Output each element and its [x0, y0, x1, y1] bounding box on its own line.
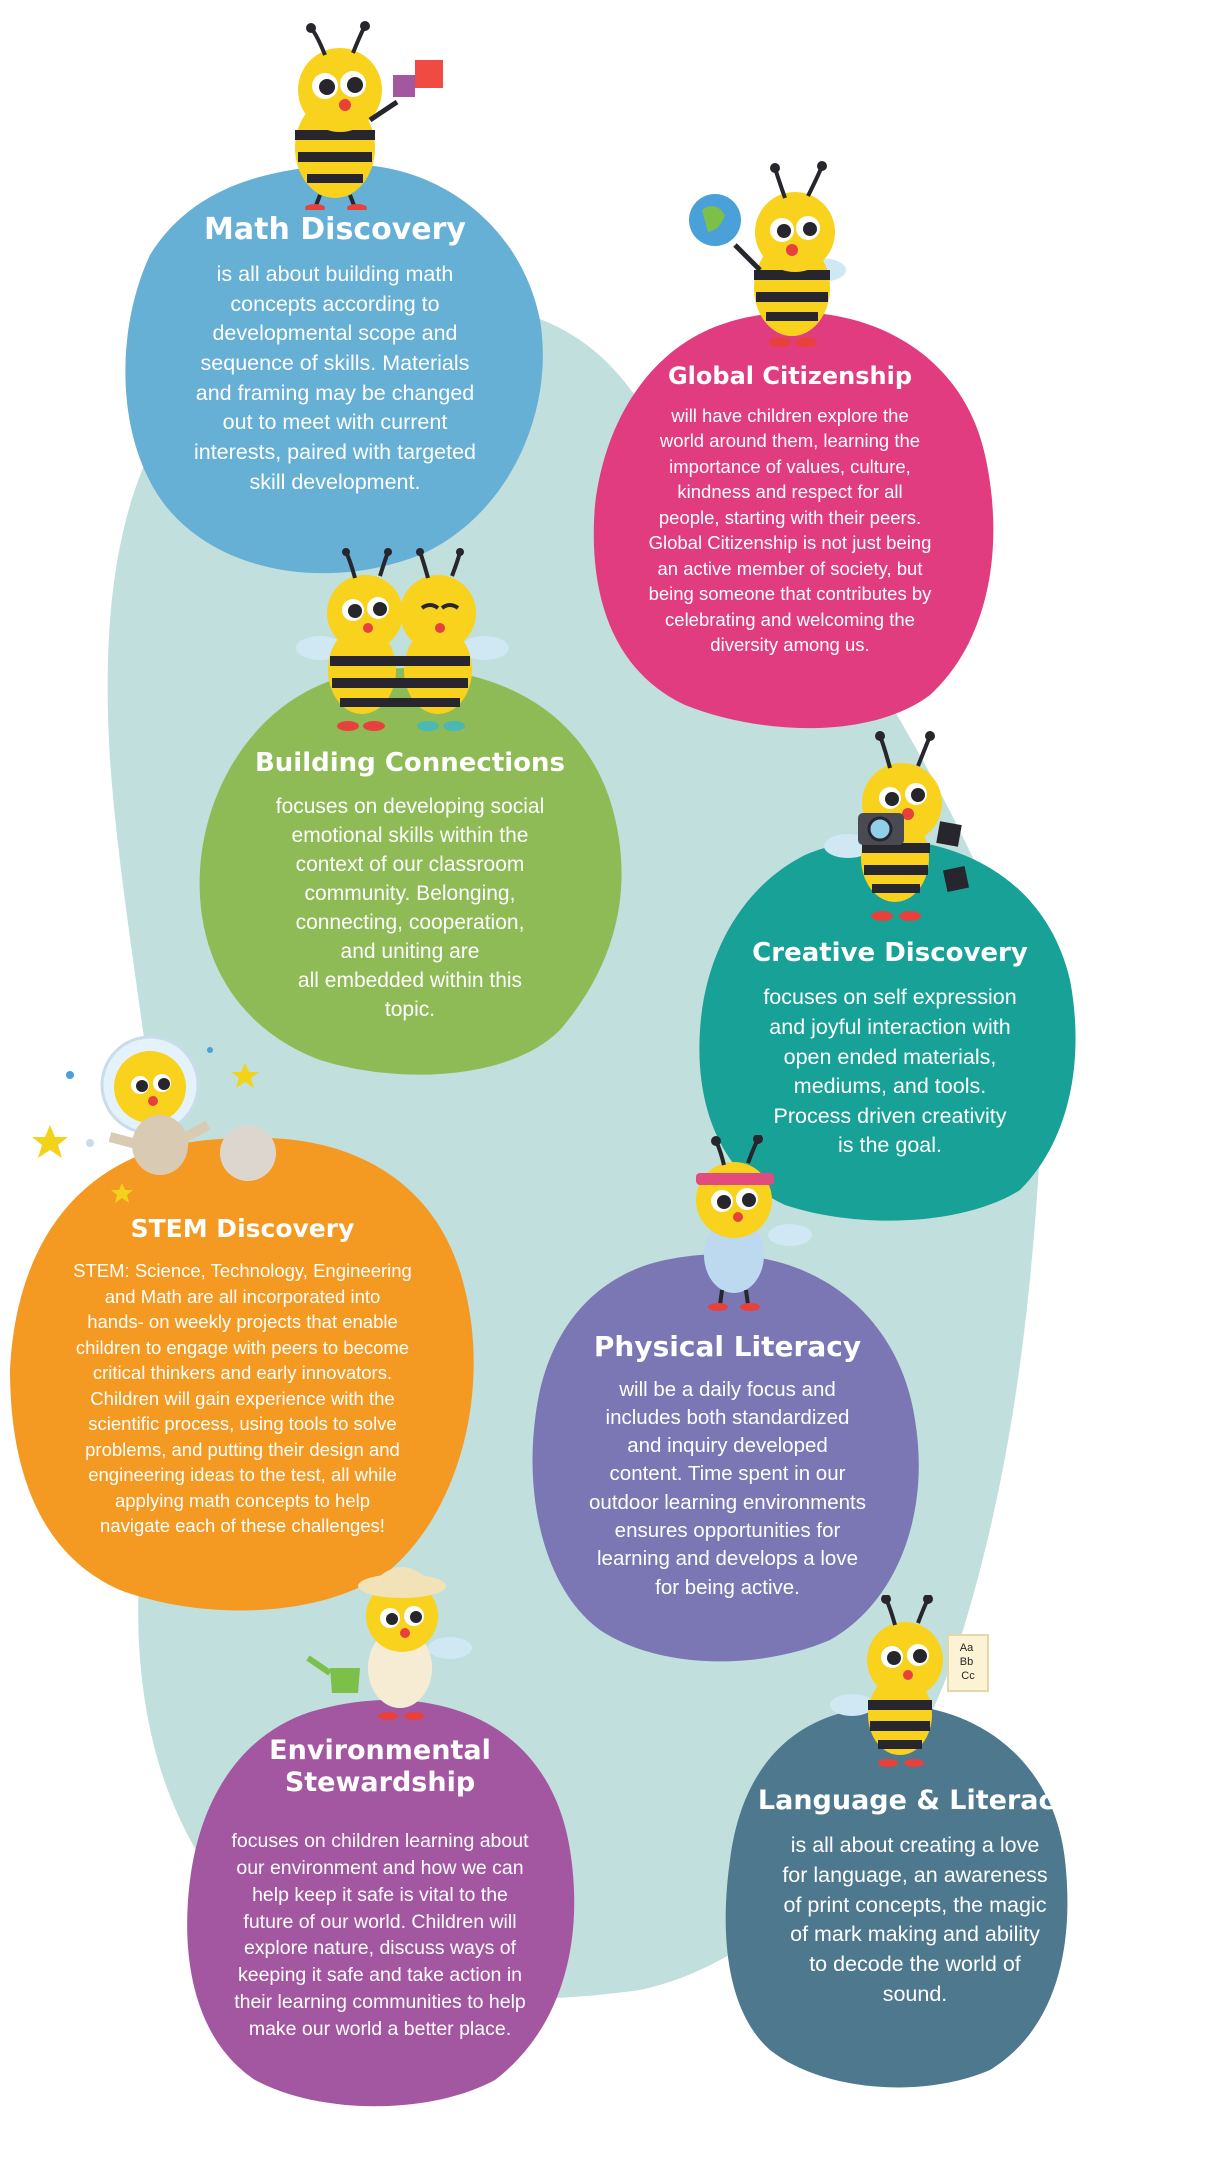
- math-discovery-title: Math Discovery: [204, 212, 466, 247]
- stem-discovery-body: STEM: Science, Technology, Engineering a…: [73, 1260, 412, 1537]
- building-connections-body: focuses on developing social emotional s…: [275, 795, 545, 1021]
- bee-with-number-blocks-icon: [295, 21, 443, 210]
- bee-with-globe-icon: [689, 161, 846, 347]
- physical-blob-shape: [532, 1254, 919, 1662]
- creative-discovery-title: Creative Discovery: [752, 938, 1028, 968]
- stem-discovery-card: STEM Discovery STEM: Science, Technology…: [20, 1214, 465, 1539]
- physical-literacy-body: will be a daily focus and includes both …: [589, 1377, 866, 1599]
- alphabet-line-3: Cc: [961, 1670, 975, 1682]
- language-blob-shape: [725, 1704, 1068, 2088]
- global-blob-shape: [593, 312, 994, 729]
- environmental-stewardship-title: Environmental Stewardship: [269, 1735, 491, 1799]
- creative-blob-shape: [699, 839, 1076, 1221]
- building-connections-card: Building Connections focuses on developi…: [225, 748, 595, 1025]
- environmental-stewardship-body: focuses on children learning about our e…: [231, 1829, 529, 2041]
- language-literacy-title: Language & Literacy: [757, 1785, 1073, 1816]
- global-citizenship-title: Global Citizenship: [667, 362, 913, 390]
- language-literacy-body: is all about creating a love for languag…: [782, 1833, 1048, 2006]
- bee-with-camera-icon: [824, 731, 970, 921]
- gardener-bee-with-watering-can-icon: [306, 1567, 472, 1720]
- stem-blob-shape: [10, 1137, 474, 1611]
- math-discovery-card: Math Discovery is all about building mat…: [140, 212, 530, 497]
- alphabet-line-2: Bb: [960, 1656, 973, 1668]
- global-citizenship-card: Global Citizenship will have children ex…: [600, 362, 980, 658]
- astronaut-bee-icon: [32, 1035, 276, 1203]
- creative-discovery-card: Creative Discovery focuses on self expre…: [715, 938, 1065, 1161]
- language-literacy-card: Language & Literacy is all about creatin…: [735, 1785, 1095, 2009]
- environmental-blob-shape: [187, 1699, 575, 2107]
- environmental-stewardship-card: Environmental Stewardship focuses on chi…: [195, 1735, 565, 2043]
- stem-discovery-title: STEM Discovery: [130, 1214, 355, 1243]
- bee-with-alphabet-card-icon: Aa Bb Cc: [830, 1595, 989, 1767]
- bee-with-headband-icon: [696, 1135, 812, 1311]
- creative-discovery-body: focuses on self expression and joyful in…: [763, 985, 1017, 1158]
- alphabet-line-1: Aa: [960, 1642, 974, 1654]
- global-citizenship-body: will have children explore the world aro…: [648, 404, 932, 656]
- building-connections-title: Building Connections: [254, 748, 566, 778]
- alphabet-card-text: Aa Bb Cc: [960, 1642, 977, 1682]
- physical-literacy-title: Physical Literacy: [593, 1330, 862, 1363]
- math-discovery-body: is all about building math concepts acco…: [193, 262, 477, 494]
- math-blob-shape: [125, 164, 543, 574]
- physical-literacy-card: Physical Literacy will be a daily focus …: [545, 1330, 910, 1602]
- two-bees-hugging-icon: [296, 548, 509, 731]
- building-blob-shape: [199, 668, 622, 1075]
